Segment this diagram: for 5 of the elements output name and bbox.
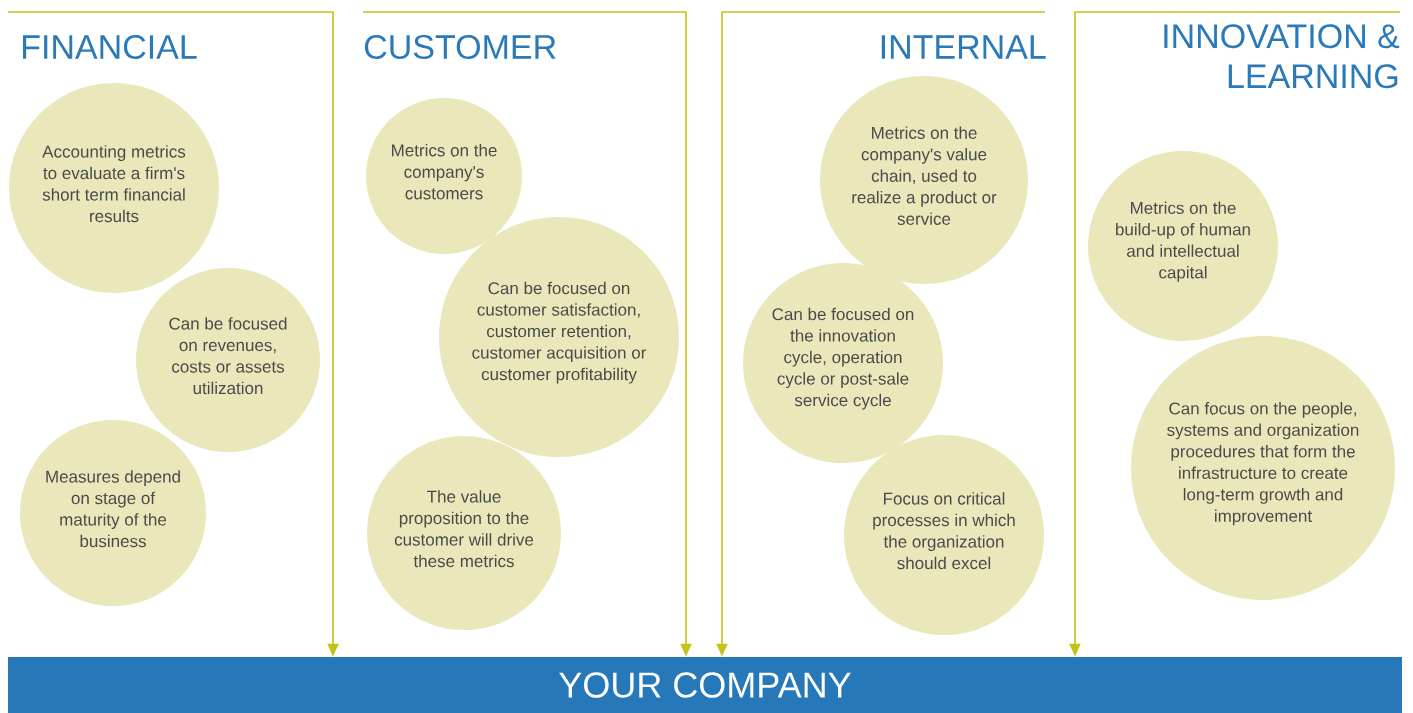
column-heading: INNOVATION & LEARNING (1164, 24, 1400, 89)
column-heading: CUSTOMER (364, 34, 556, 60)
company-bar: YOUR COMPANY (8, 657, 1402, 713)
column-heading: INTERNAL (881, 35, 1046, 59)
column-heading: FINANCIAL (23, 34, 197, 60)
